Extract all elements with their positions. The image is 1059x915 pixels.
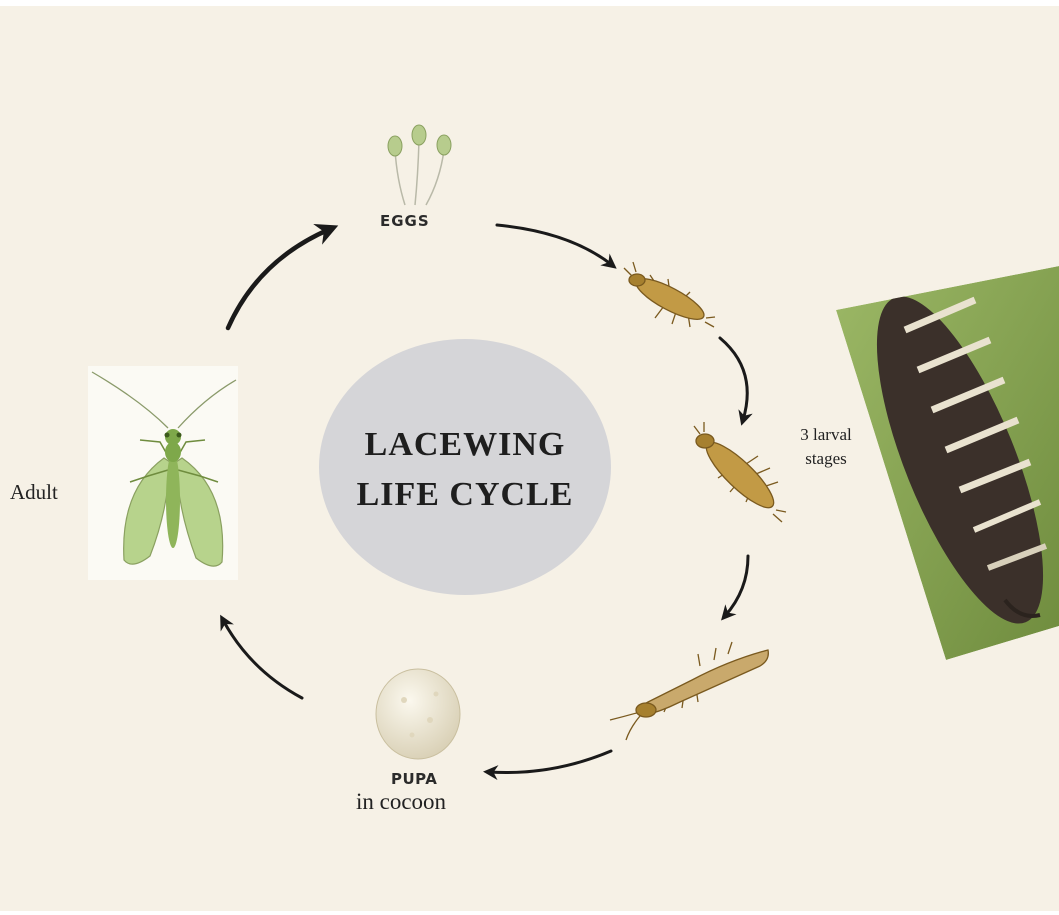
- pupa-sublabel: in cocoon: [356, 789, 446, 815]
- cocoon-icon: [376, 669, 460, 759]
- larval-stages-label: 3 larval stages: [786, 423, 866, 471]
- eggs-label: EGGS: [380, 212, 430, 230]
- title-circle: [319, 339, 611, 595]
- adult-lacewing-icon: [88, 366, 238, 580]
- title-line-1: LACEWING: [320, 426, 610, 464]
- pupa-label: PUPA: [391, 770, 437, 788]
- adult-label: Adult: [10, 480, 58, 505]
- title-line-2: LIFE CYCLE: [320, 476, 610, 514]
